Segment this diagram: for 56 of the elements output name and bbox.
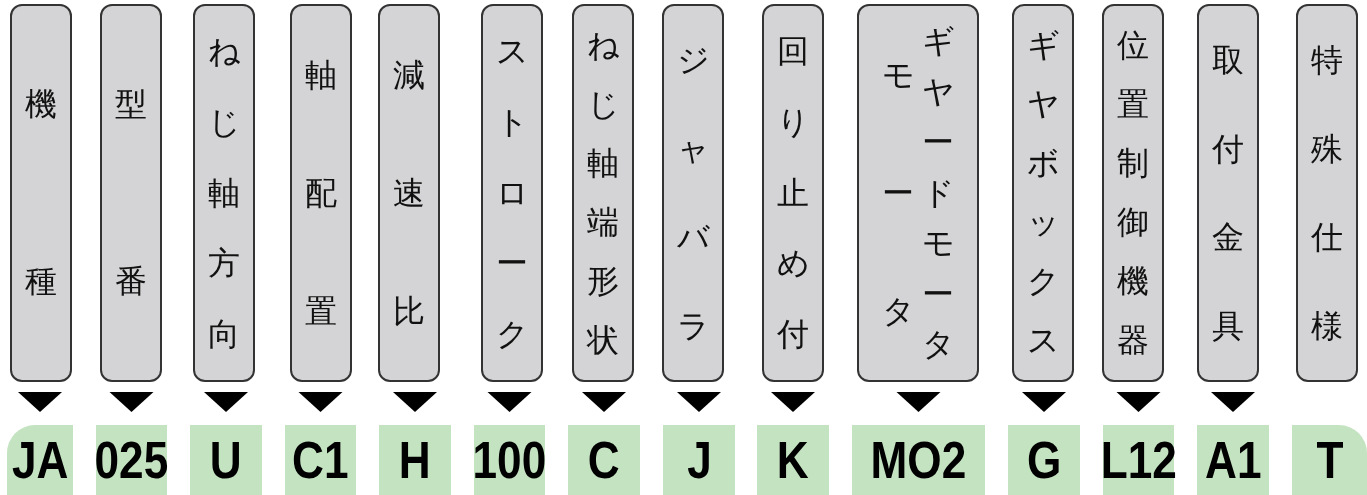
label-text: ギヤードモータ xyxy=(921,21,955,366)
label-box xyxy=(1197,4,1259,382)
code-cell: 025 xyxy=(96,425,167,495)
code-cell: C xyxy=(568,425,640,495)
label-text: ねじ軸方向 xyxy=(207,31,241,356)
label-box xyxy=(378,4,440,382)
label-text: ジャバラ xyxy=(676,40,710,347)
label-box xyxy=(662,4,724,382)
arrow xyxy=(771,392,815,412)
arrow xyxy=(1022,392,1066,412)
code-cell: U xyxy=(190,425,262,495)
label-text: 取付金具 xyxy=(1211,40,1245,347)
label-box xyxy=(193,4,255,382)
code-cell: L12 xyxy=(1103,425,1174,495)
arrow xyxy=(18,392,62,412)
label-box xyxy=(1296,4,1358,382)
arrow xyxy=(487,392,532,412)
label-box xyxy=(290,4,352,382)
label-text: 回り止め付 xyxy=(776,31,810,356)
label-box xyxy=(857,4,979,382)
arrow xyxy=(393,392,437,412)
arrow xyxy=(677,392,721,412)
arrow xyxy=(1211,392,1255,412)
label-text: 位置制御機器 xyxy=(1116,25,1150,361)
code-cell: 100 xyxy=(474,425,545,495)
code-cell: T xyxy=(1292,425,1367,495)
arrow xyxy=(896,392,941,412)
label-text: 型番 xyxy=(114,84,148,302)
label-text: 軸配置 xyxy=(304,55,338,332)
code-cell: H xyxy=(379,425,451,495)
label-box xyxy=(762,4,824,382)
code-cell: K xyxy=(757,425,829,495)
label-text: 減速比 xyxy=(392,55,426,332)
code-cell: C1 xyxy=(285,425,356,495)
label-text: ギヤボックス xyxy=(1026,25,1060,361)
arrow xyxy=(1116,392,1161,412)
label-text: 機種 xyxy=(24,84,58,302)
label-text: ねじ軸端形状 xyxy=(586,25,620,361)
label-box xyxy=(10,4,72,382)
arrow xyxy=(298,392,343,412)
code-cell: A1 xyxy=(1197,425,1269,495)
label-box xyxy=(1012,4,1074,382)
arrow xyxy=(582,392,626,412)
label-text: 特殊仕様 xyxy=(1310,40,1344,347)
label-box xyxy=(572,4,634,382)
code-cell: J xyxy=(663,425,735,495)
label-box xyxy=(100,4,162,382)
code-cell: G xyxy=(1008,425,1080,495)
arrow xyxy=(109,392,154,412)
code-cell: MO2 xyxy=(852,425,985,495)
label-box xyxy=(481,4,543,382)
label-text: モータ xyxy=(881,55,915,332)
label-text: ストローク xyxy=(495,31,529,356)
label-box xyxy=(1102,4,1164,382)
arrow xyxy=(204,392,248,412)
code-cell: JA xyxy=(7,425,73,495)
